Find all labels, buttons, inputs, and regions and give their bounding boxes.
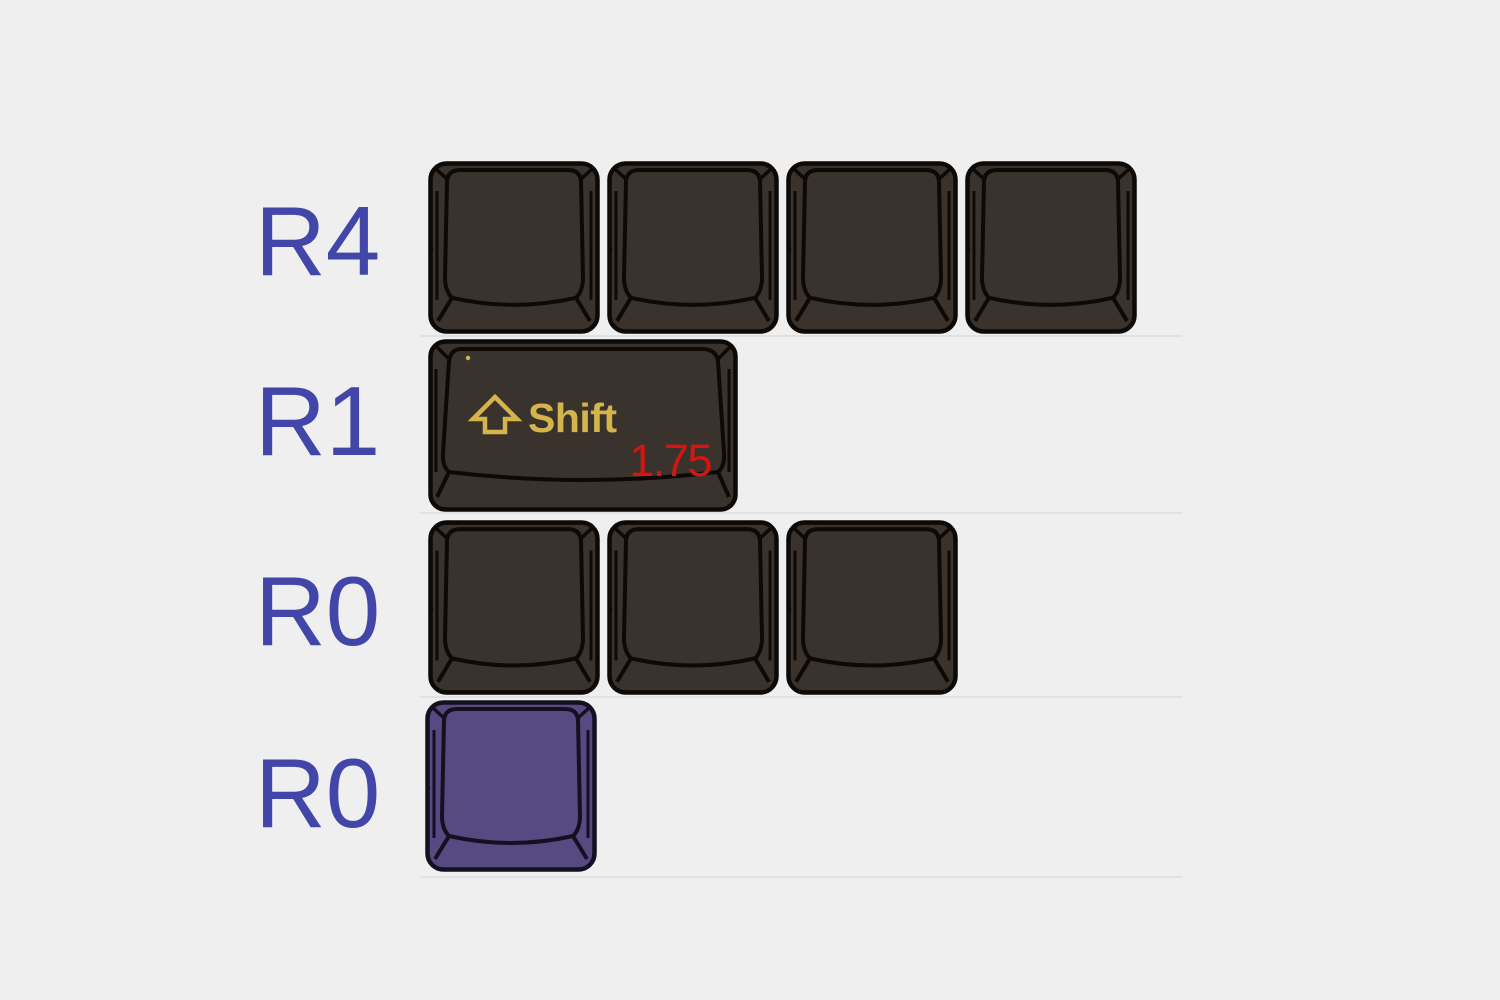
keycap-r0-2 <box>607 520 779 695</box>
size-callout: 1.75 <box>629 435 711 486</box>
row-label-r1: R1 <box>255 366 381 476</box>
row-separator <box>420 876 1182 878</box>
keycap-shift-175u: Shift 1.75 <box>428 339 738 512</box>
keycap-r0-1 <box>428 520 600 695</box>
row-label-r0-bottom: R0 <box>255 738 381 848</box>
row-separator <box>420 335 1182 337</box>
keycap-r4-1 <box>428 161 600 334</box>
keycap-r0-3 <box>786 520 958 695</box>
shift-arrow-icon <box>467 393 523 435</box>
row-separator <box>420 512 1182 514</box>
shift-legend: Shift <box>528 395 617 441</box>
keycap-r4-4 <box>965 161 1137 334</box>
row-separator <box>420 696 1182 698</box>
row-label-r4: R4 <box>255 186 381 296</box>
row-label-r0-top: R0 <box>255 556 381 666</box>
keycap-r4-3 <box>786 161 958 334</box>
keycap-r4-2 <box>607 161 779 334</box>
keycap-r0-purple <box>425 700 597 872</box>
gold-speck <box>465 355 471 361</box>
